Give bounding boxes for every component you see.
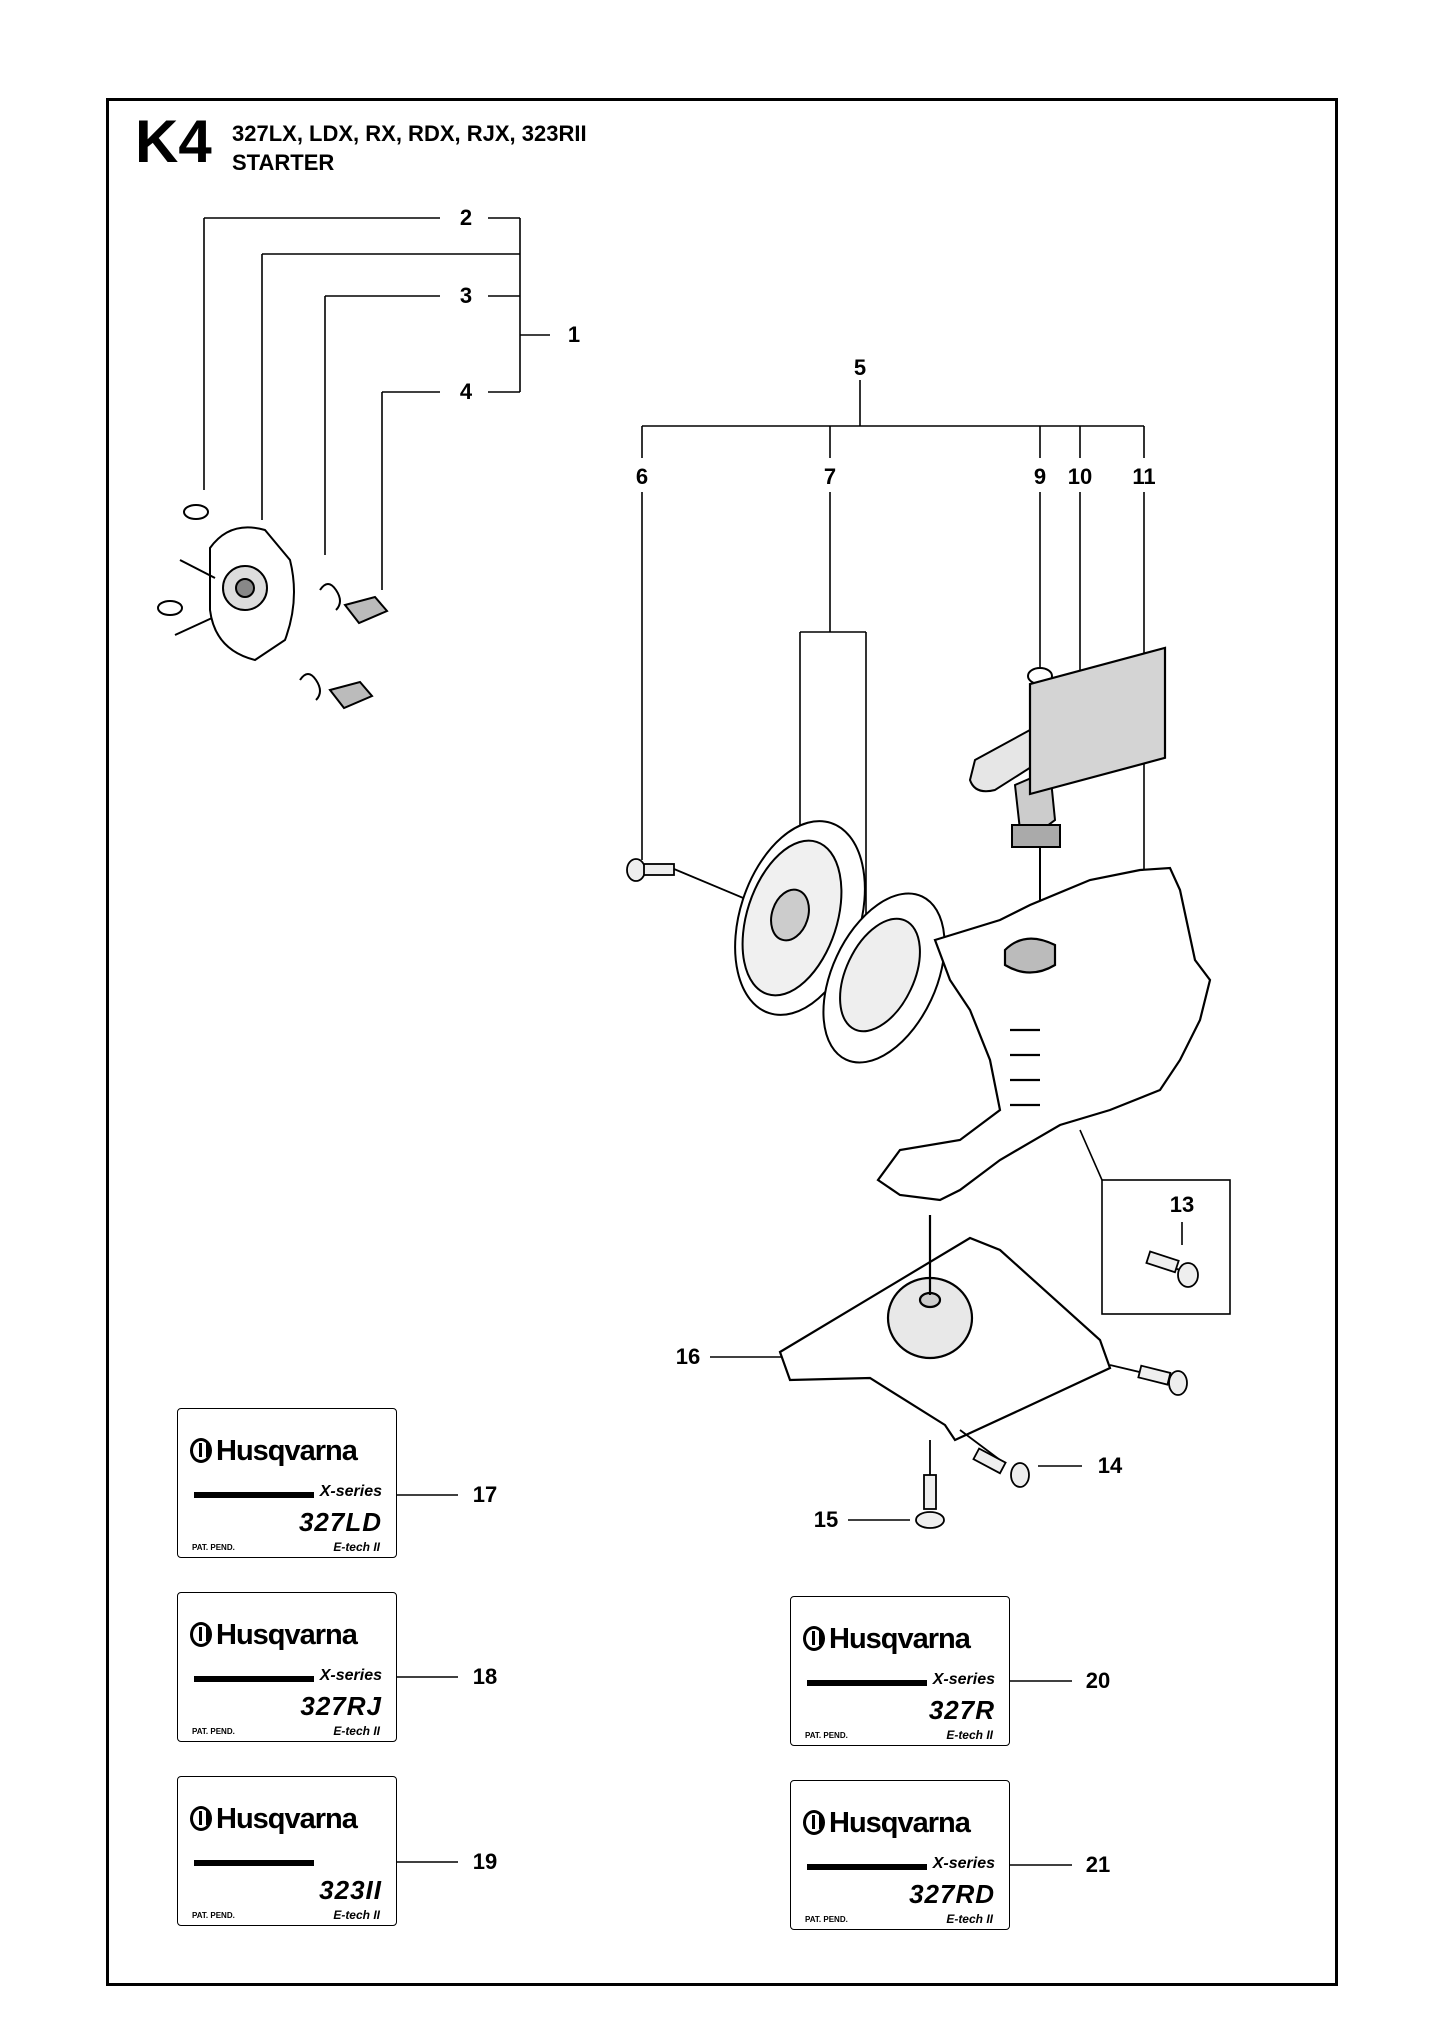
callout-17: 17 xyxy=(472,1482,498,1507)
callout-18: 18 xyxy=(472,1664,498,1689)
etech-label: E-tech II xyxy=(333,1908,380,1922)
callout-21: 21 xyxy=(1085,1852,1111,1877)
series-label: X-series xyxy=(932,1671,995,1688)
diagram-frame xyxy=(106,98,1338,1986)
etech-label: E-tech II xyxy=(333,1724,380,1738)
callout-13: 13 xyxy=(1169,1192,1195,1217)
decal-327r: Husqvarna X-series 327R PAT. PEND. E-tec… xyxy=(790,1596,1010,1746)
callout-11: 11 xyxy=(1132,464,1156,489)
brand-logo: Husqvarna xyxy=(803,1807,971,1840)
model-label: 327R xyxy=(928,1695,995,1725)
callout-7: 7 xyxy=(823,464,837,489)
decal-323ii: Husqvarna 323II PAT. PEND. E-tech II xyxy=(177,1776,397,1926)
husqvarna-crown-icon xyxy=(803,1626,825,1651)
model-list: 327LX, LDX, RX, RDX, RJX, 323RII xyxy=(232,121,587,146)
brand-logo: Husqvarna xyxy=(190,1619,358,1652)
starter-pawl-assembly xyxy=(157,504,389,710)
rope-pulley-7 xyxy=(734,820,866,1016)
callout-19: 19 xyxy=(472,1849,498,1874)
callout-box-13 xyxy=(1101,1179,1231,1315)
leader-group-5 xyxy=(641,380,1145,928)
etech-label: E-tech II xyxy=(946,1728,993,1742)
patent-label: PAT. PEND. xyxy=(192,1543,235,1552)
callout-6: 6 xyxy=(635,464,649,489)
brand-logo: Husqvarna xyxy=(803,1623,971,1656)
diagram-title: STARTER xyxy=(232,150,335,175)
callout-10: 10 xyxy=(1067,464,1093,489)
callout-9: 9 xyxy=(1033,464,1047,489)
husqvarna-crown-icon xyxy=(803,1810,825,1835)
model-label: 323II xyxy=(319,1875,382,1905)
recoil-spring-7 xyxy=(822,892,946,1064)
screw-part-6 xyxy=(626,858,761,906)
decal-327rd: Husqvarna X-series 327RD PAT. PEND. E-te… xyxy=(790,1780,1010,1930)
screw-part-13 xyxy=(1145,1250,1199,1288)
callout-4: 4 xyxy=(459,379,473,404)
leader-group-1 xyxy=(203,217,550,590)
series-label: X-series xyxy=(319,1667,382,1684)
patent-label: PAT. PEND. xyxy=(805,1915,848,1924)
etech-label: E-tech II xyxy=(946,1912,993,1926)
brand-logo: Husqvarna xyxy=(190,1435,358,1468)
callout-2: 2 xyxy=(459,205,473,230)
callout-14: 14 xyxy=(1097,1453,1123,1478)
husqvarna-crown-icon xyxy=(190,1806,212,1831)
bottom-plate-16 xyxy=(778,1215,1112,1442)
decal-327ld: Husqvarna X-series 327LD PAT. PEND. E-te… xyxy=(177,1408,397,1558)
brand-logo: Husqvarna xyxy=(190,1803,358,1836)
callout-1: 1 xyxy=(567,322,581,347)
model-label: 327LD xyxy=(298,1507,382,1537)
model-label: 327RJ xyxy=(300,1691,382,1721)
decal-stripe xyxy=(807,1864,927,1870)
patent-label: PAT. PEND. xyxy=(805,1731,848,1740)
decal-stripe xyxy=(194,1860,314,1866)
callout-16: 16 xyxy=(675,1344,701,1369)
starter-housing-11 xyxy=(876,646,1212,1202)
callout-5: 5 xyxy=(853,355,867,380)
decal-327rj: Husqvarna X-series 327RJ PAT. PEND. E-te… xyxy=(177,1592,397,1742)
decal-stripe xyxy=(194,1676,314,1682)
series-label: X-series xyxy=(319,1483,382,1500)
patent-label: PAT. PEND. xyxy=(192,1727,235,1736)
decal-stripe xyxy=(807,1680,927,1686)
husqvarna-crown-icon xyxy=(190,1438,212,1463)
screw-part-14 xyxy=(959,1364,1188,1488)
callout-3: 3 xyxy=(459,283,473,308)
diagram-code: K4 xyxy=(135,108,212,175)
husqvarna-crown-icon xyxy=(190,1622,212,1647)
etech-label: E-tech II xyxy=(333,1540,380,1554)
patent-label: PAT. PEND. xyxy=(192,1911,235,1920)
callout-20: 20 xyxy=(1085,1668,1111,1693)
decal-stripe xyxy=(194,1492,314,1498)
series-label: X-series xyxy=(932,1855,995,1872)
callout-15: 15 xyxy=(813,1507,839,1532)
model-label: 327RD xyxy=(909,1879,995,1909)
screw-part-15 xyxy=(915,1440,945,1529)
